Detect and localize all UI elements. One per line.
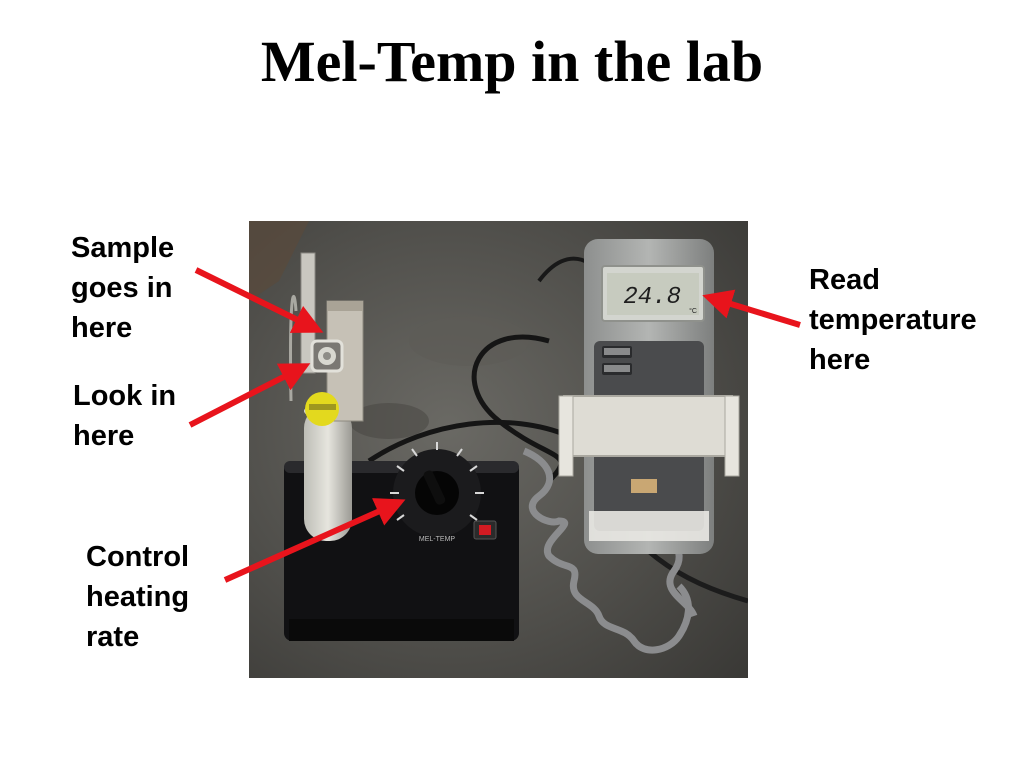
svg-text:MEL-TEMP: MEL-TEMP: [419, 536, 456, 543]
viewing-window: [310, 339, 344, 373]
callout-look: Look in here: [73, 380, 177, 452]
temperature-unit: °C: [689, 307, 697, 315]
mounting-bracket: [558, 395, 740, 541]
temperature-reading: 24.8: [623, 284, 681, 311]
callout-read: Read temperature here: [809, 264, 977, 376]
thermometer-tube: [304, 406, 352, 541]
heating-dial: MEL-TEMP: [390, 442, 484, 543]
mel-temp-photo: MEL-TEMP 24.8: [249, 221, 748, 678]
slide-title: Mel-Temp in the lab: [260, 29, 764, 94]
callout-sample: Sample goes in here: [71, 232, 175, 344]
callout-control: Control heating rate: [86, 541, 190, 653]
